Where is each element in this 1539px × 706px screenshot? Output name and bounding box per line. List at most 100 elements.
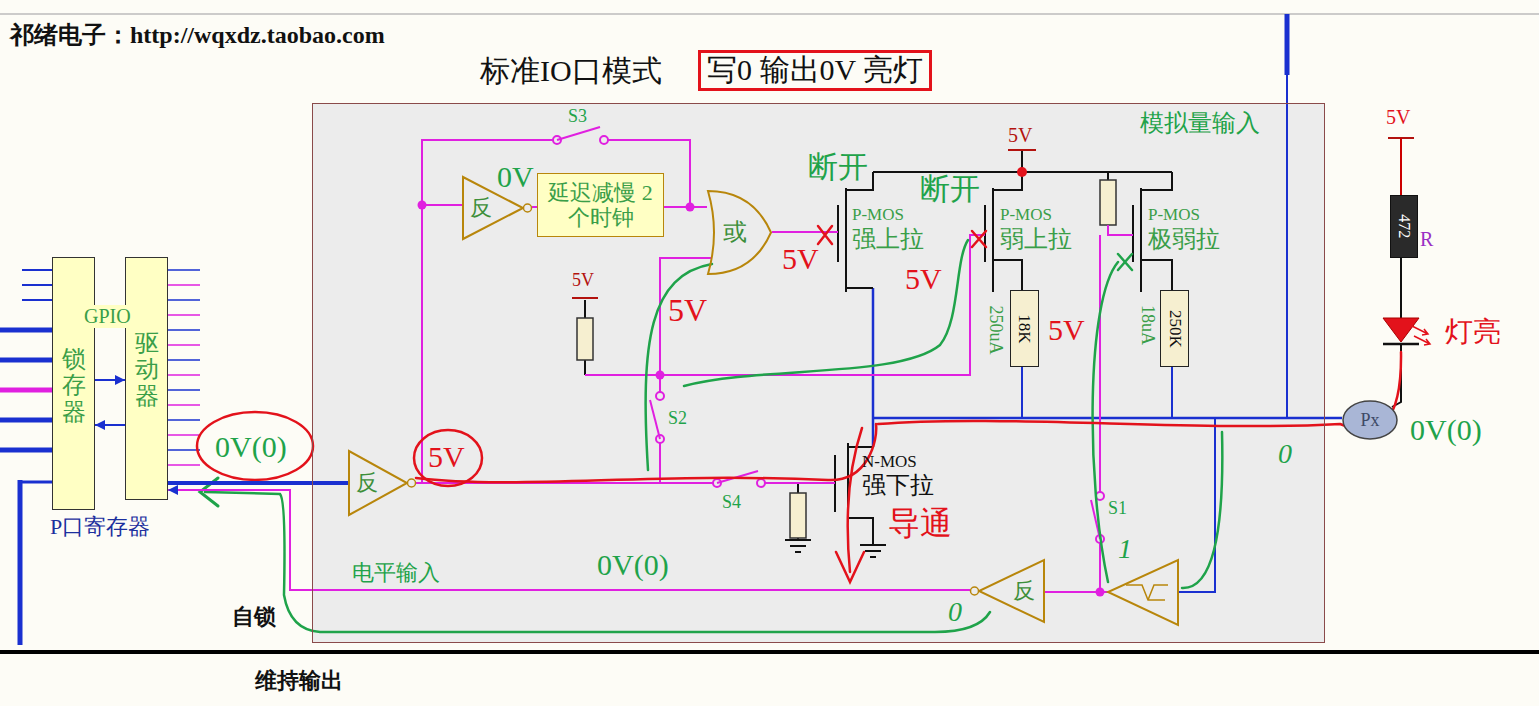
wire-connector (95, 379, 125, 381)
block-name: GPIO (82, 305, 133, 328)
bus-wire (168, 270, 200, 450)
wire-connector (168, 481, 348, 485)
level-note: 5V (428, 440, 465, 475)
bus-wire (18, 480, 23, 645)
bus-wire (0, 330, 52, 450)
bus-wire (22, 270, 52, 300)
mode-note: 写0 输出0V 亮灯 (698, 50, 932, 91)
schmitt-trigger (1126, 585, 1168, 600)
module-ground (312, 103, 1325, 643)
switch-symbol (600, 136, 608, 144)
node-text: 250K (1165, 310, 1185, 348)
supply-label: 5V (1008, 124, 1032, 147)
or-gate-outline (708, 191, 771, 274)
inverter-gate-outline (979, 560, 1044, 622)
switch-name: S3 (568, 106, 587, 127)
module-region: 模拟量输入反延迟减慢 2个时钟或18K250K反反 (312, 103, 1325, 643)
resistor-symbol: 250K (1160, 290, 1189, 367)
hand-annotation (197, 412, 313, 480)
logic-value: 0 (1278, 438, 1292, 470)
watermark: 祁绪电子：http://wqxdz.taobao.com (10, 22, 385, 50)
level-note: 5V (905, 262, 942, 297)
bus-wire (20, 481, 52, 484)
power-symbol (1400, 138, 1402, 195)
inverter-gate: 反 (348, 450, 416, 516)
led-symbol (1383, 343, 1419, 346)
bus-wire (1022, 367, 1172, 418)
level-note: 5V (1048, 313, 1085, 348)
current-value: 250uA (986, 306, 1007, 355)
node-text: 反 (1013, 578, 1035, 603)
bus-wire (0, 388, 52, 393)
signal-name: 电平输入 (352, 560, 440, 585)
diagram-title: 标准IO口模式 (480, 54, 662, 89)
resistor-symbol (1100, 180, 1116, 225)
junction-dot (1096, 588, 1105, 597)
node-text: 反 (356, 470, 378, 495)
note: 维持输出 (255, 668, 343, 693)
bus-wire (1285, 14, 1290, 75)
hand-annotation (197, 226, 1401, 632)
level-note: 5V (668, 292, 707, 329)
node-text: 锁存器 (62, 346, 86, 425)
note: 自锁 (232, 604, 276, 629)
hand-annotation (416, 424, 876, 482)
part-type: N-MOS (862, 452, 917, 472)
supply-label: 5V (572, 270, 594, 291)
hand-annotation (818, 226, 832, 244)
signal-wire (1100, 225, 1133, 592)
logic-value: 0 (948, 596, 962, 628)
led-symbol (1412, 326, 1430, 345)
hand-annotation (878, 352, 1401, 430)
inverter-gate-outline (971, 587, 979, 595)
state-note: 断开 (920, 172, 980, 207)
switch-symbol (557, 127, 600, 140)
junction-dot (656, 371, 665, 380)
hand-annotation (684, 240, 968, 386)
block-name: P口寄存器 (50, 514, 150, 539)
wire-connector (664, 206, 707, 208)
logic-value: 1 (1118, 533, 1132, 565)
hand-annotation (1182, 432, 1222, 588)
level-note: 0V (497, 160, 534, 195)
schmitt-trigger (1108, 560, 1178, 625)
supply-label: 5V (1386, 106, 1410, 129)
bus-wire (0, 14, 1342, 645)
node-text: 延迟减慢 2个时钟 (538, 180, 663, 231)
inverter-gate-outline (349, 451, 407, 515)
hand-annotation (646, 264, 712, 470)
delay-box: 延迟减慢 2个时钟 (537, 173, 664, 237)
part-name: 强上拉 (852, 226, 924, 254)
state-note: 导通 (888, 505, 952, 542)
node-text: 反 (470, 195, 492, 220)
junction-dot (418, 201, 427, 210)
wire-connector (168, 490, 970, 590)
part-name: 强下拉 (862, 472, 934, 500)
hand-annotation (836, 428, 864, 582)
part-type: P-MOS (1000, 205, 1052, 225)
bus-wire (873, 417, 1342, 420)
mosfet-symbol (585, 150, 1172, 545)
hand-annotation (414, 430, 482, 486)
switch-name: S1 (1108, 498, 1127, 519)
inverter-gate: 反 (970, 559, 1045, 623)
inverter-gate-outline (524, 204, 532, 212)
resistor-symbol (790, 493, 806, 538)
led-symbol (1383, 258, 1430, 407)
latch-box: 锁存器 (52, 257, 95, 510)
resistor-symbol: 472 (1390, 195, 1418, 258)
level-note: 0V(0) (597, 548, 669, 583)
node-text: 472 (1395, 214, 1413, 238)
part-type: P-MOS (852, 205, 904, 225)
state-note: 灯亮 (1445, 316, 1501, 348)
power-symbol (572, 138, 1414, 298)
level-note: 5V (782, 242, 819, 277)
ground-symbol (785, 540, 811, 552)
hand-annotation (205, 492, 990, 632)
bus-wire (872, 288, 875, 447)
